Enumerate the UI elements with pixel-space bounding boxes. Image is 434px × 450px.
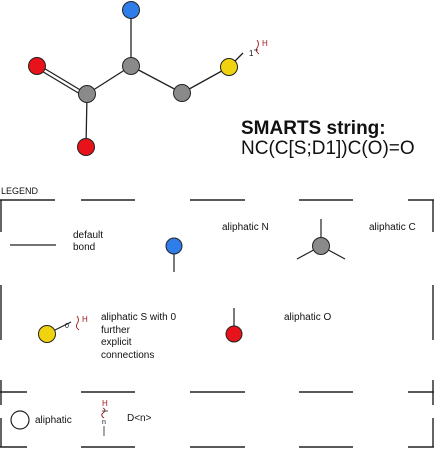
atom-sulfur (220, 58, 238, 76)
legend-aliphatic-c-label: aliphatic C (369, 222, 416, 233)
molecule-bonds (36, 10, 244, 148)
legend-aliphatic-n-label: aliphatic N (222, 222, 269, 233)
legend-aliphatic-circle (10, 410, 30, 430)
s-marker-curve (255, 39, 260, 55)
legend-default-bond-label-1: default (73, 230, 104, 241)
legend-frame (0, 199, 434, 448)
atom-nitrogen (122, 1, 140, 19)
legend-s-marker-h: H (82, 315, 88, 324)
s-marker-d-text: 1 (249, 49, 254, 58)
legend-degree-h: H (102, 399, 108, 408)
smarts-value: NC(C[S;D1])C(O)=O (241, 138, 415, 159)
legend-aliphatic-s-label-2: further (101, 325, 130, 336)
bond-ca-cb (130, 65, 183, 94)
legend-sulfur-atom (38, 325, 56, 343)
atom-carbon-alpha (122, 57, 140, 75)
s-degree-marker: 1 H (249, 39, 268, 58)
atom-oxygen-double (28, 57, 46, 75)
legend-nitrogen-atom (165, 237, 183, 255)
molecule-atoms (28, 1, 238, 156)
legend-oxygen-atom (225, 325, 243, 343)
legend-aliphatic-o-label: aliphatic O (284, 312, 332, 323)
legend-s-marker-d: 0 (65, 323, 69, 330)
legend-s-marker-curve (75, 315, 80, 331)
legend-carbon-atom (312, 237, 330, 255)
legend-degree-n: n (102, 419, 106, 426)
bond-c-o-double-b (39, 69, 86, 98)
legend-degree-label: D<n> (127, 413, 152, 424)
legend-aliphatic-s-label-3: explicit (101, 337, 132, 348)
atom-oxygen-hydroxyl (77, 138, 95, 156)
s-marker-h-text: H (262, 39, 268, 48)
legend-aliphatic-s-label-4: connections (101, 350, 155, 361)
legend-title: LEGEND (1, 186, 39, 196)
atom-carbon-carboxyl (78, 85, 96, 103)
legend-default-bond-label-2: bond (73, 242, 96, 253)
legend-aliphatic-label: aliphatic (35, 415, 72, 426)
legend-degree-curve (101, 407, 106, 419)
legend-aliphatic-s-label-1: aliphatic S with 0 (101, 312, 177, 323)
atom-carbon-beta (173, 84, 191, 102)
smarts-title: SMARTS string: (241, 118, 386, 139)
